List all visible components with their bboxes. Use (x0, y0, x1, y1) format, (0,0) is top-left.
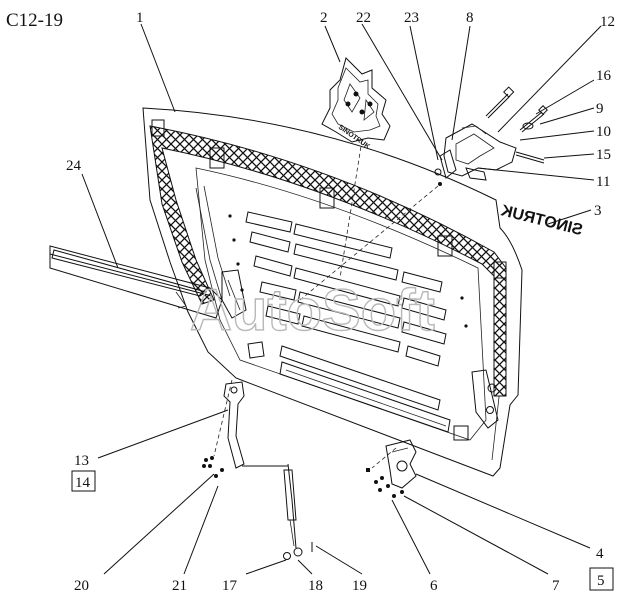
callout-20: 20 (74, 578, 89, 594)
assembly-lines (213, 139, 439, 469)
mounting-dots (228, 214, 468, 328)
callout-10: 10 (596, 124, 611, 140)
callout-2: 2 (320, 10, 328, 26)
lower-bracket (385, 439, 417, 489)
callout-13: 13 (74, 453, 89, 469)
callout-19: 19 (352, 578, 367, 594)
watermark: AutoSoft (190, 278, 435, 343)
washers-17-18 (283, 542, 313, 560)
upper-bracket-assembly (434, 86, 548, 186)
right-hinge (471, 369, 499, 429)
seal-lattice (149, 125, 507, 397)
callout-labels: 1 2 22 23 8 12 16 9 10 15 11 3 24 13 14 … (66, 10, 615, 594)
left-hinge (221, 269, 247, 319)
callout-9: 9 (596, 101, 604, 117)
seal-brackets (151, 119, 507, 279)
callout-4: 4 (596, 546, 604, 562)
front-panel (142, 107, 523, 477)
callout-15: 15 (596, 147, 611, 163)
callout-8: 8 (466, 10, 474, 26)
diagram-code: C12-19 (6, 10, 63, 31)
callout-14-box (71, 470, 96, 492)
callout-7: 7 (552, 578, 560, 594)
leader-lines (81, 23, 602, 575)
callout-5-box (589, 567, 614, 591)
callout-1: 1 (136, 10, 144, 26)
callout-16: 16 (596, 68, 612, 84)
brand-lettering: SINOTRUK (499, 202, 585, 239)
callout-3: 3 (594, 203, 602, 219)
callout-12: 12 (600, 14, 615, 30)
vent-slots (245, 211, 469, 441)
callout-11: 11 (596, 174, 610, 190)
callout-17: 17 (222, 578, 238, 594)
small-fasteners-left (202, 456, 224, 478)
badge-text: SINOTRUK (337, 124, 371, 151)
callout-18: 18 (308, 578, 323, 594)
callout-23: 23 (404, 10, 419, 26)
callout-22: 22 (356, 10, 371, 26)
callout-6: 6 (430, 578, 438, 594)
trim-strip (49, 245, 223, 319)
callout-21: 21 (172, 578, 187, 594)
callout-5: 5 (597, 573, 605, 589)
emblem-badge: SINOTRUK (321, 57, 391, 151)
callout-24: 24 (66, 158, 82, 174)
callout-14: 14 (75, 475, 91, 491)
support-arm (223, 381, 297, 549)
small-fasteners-right (366, 468, 404, 498)
